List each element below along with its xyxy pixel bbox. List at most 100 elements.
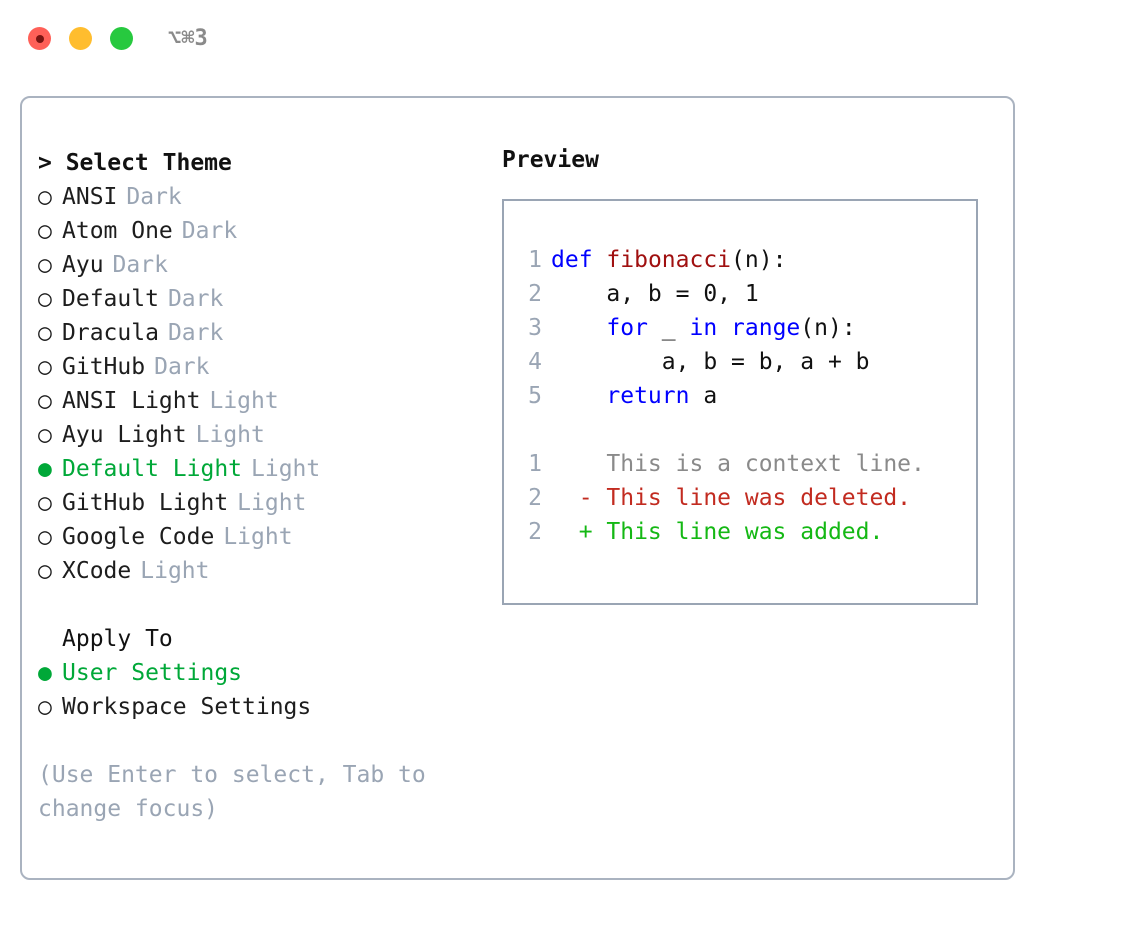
theme-name: GitHub Light (62, 490, 229, 516)
line-number: 2 (528, 485, 542, 511)
theme-kind-badge: Light (209, 388, 279, 414)
line-number: 2 (528, 281, 542, 307)
theme-name: Ayu Light (62, 422, 187, 448)
theme-name: Google Code (62, 524, 215, 550)
theme-name: Default (62, 286, 159, 312)
radio-unselected-icon: ○ (38, 388, 52, 414)
theme-kind-badge: Dark (181, 218, 238, 244)
theme-option-ayu[interactable]: ○ Ayu Dark (38, 248, 478, 282)
theme-option-atom-one[interactable]: ○ Atom One Dark (38, 214, 478, 248)
theme-name: ANSI Light (62, 388, 201, 414)
apply-to-option-workspace-settings[interactable]: ○ Workspace Settings (38, 690, 478, 724)
theme-kind-badge: Dark (112, 252, 168, 278)
line-number: 2 (528, 519, 542, 545)
token-txt: a, b = 0, 1 (606, 281, 759, 307)
radio-unselected-icon: ○ (38, 218, 52, 244)
radio-unselected-icon: ○ (38, 694, 52, 720)
title-bar: ⌥⌘3 (0, 0, 1140, 78)
token-txt (717, 315, 731, 341)
theme-kind-badge: Light (195, 422, 265, 448)
theme-name: GitHub (62, 354, 146, 380)
apply-to-header: Apply To (62, 626, 173, 652)
radio-selected-icon: ● (38, 456, 52, 482)
diff-sample: 1 This is a context line. 2 - This line w… (516, 447, 970, 549)
line-number: 3 (528, 315, 542, 341)
theme-kind-badge: Light (251, 456, 321, 482)
theme-kind-badge: Dark (167, 286, 224, 312)
theme-name: Ayu (62, 252, 104, 278)
theme-option-google-code[interactable]: ○ Google Code Light (38, 520, 478, 554)
diff-line: 2 + This line was added. (516, 515, 970, 549)
radio-unselected-icon: ○ (38, 184, 52, 210)
code-line: 3 for _ in range(n): (516, 311, 970, 345)
token-txt: (n): (731, 247, 787, 273)
theme-kind-badge: Dark (126, 184, 182, 210)
theme-kind-badge: Dark (154, 354, 210, 380)
line-number: 1 (528, 247, 542, 273)
theme-kind-badge: Light (237, 490, 307, 516)
token-kw: range (731, 315, 801, 341)
token-kw: def (551, 247, 593, 273)
code-text: def fibonacci(n): (551, 243, 786, 277)
radio-unselected-icon: ○ (38, 320, 52, 346)
diff-text-del: - This line was deleted. (551, 485, 912, 511)
token-kw: for (606, 315, 648, 341)
theme-kind-badge: Light (223, 524, 293, 550)
apply-to-label: Workspace Settings (62, 694, 312, 720)
theme-name: Dracula (62, 320, 159, 346)
theme-kind-badge: Dark (167, 320, 224, 346)
traffic-lights (28, 27, 133, 50)
select-theme-header: > Select Theme (38, 150, 232, 176)
theme-option-ansi-light[interactable]: ○ ANSI Light Light (38, 384, 478, 418)
preview-title: Preview (502, 147, 599, 173)
token-txt: _ (647, 315, 690, 341)
theme-option-github[interactable]: ○ GitHub Dark (38, 350, 478, 384)
apply-to-option-user-settings[interactable]: ● User Settings (38, 656, 478, 690)
radio-unselected-icon: ○ (38, 524, 52, 550)
diff-text-add: + This line was added. (551, 519, 884, 545)
radio-unselected-icon: ○ (38, 490, 52, 516)
keyboard-hint-text: (Use Enter to select, Tab to change focu… (38, 762, 426, 822)
maximize-button[interactable] (110, 27, 133, 50)
theme-option-xcode[interactable]: ○ XCode Light (38, 554, 478, 588)
theme-name: ANSI (62, 184, 118, 210)
code-line: 2 a, b = 0, 1 (516, 277, 970, 311)
line-number: 4 (528, 349, 542, 375)
theme-name: Atom One (62, 218, 173, 244)
theme-option-ansi[interactable]: ○ ANSI Dark (38, 180, 478, 214)
code-text: a, b = 0, 1 (551, 277, 759, 311)
minimize-button[interactable] (69, 27, 92, 50)
code-line: 1 def fibonacci(n): (516, 243, 970, 277)
token-kw: return (606, 383, 690, 409)
theme-option-github-light[interactable]: ○ GitHub Light Light (38, 486, 478, 520)
line-number: 1 (528, 451, 542, 477)
theme-option-dracula[interactable]: ○ Dracula Dark (38, 316, 478, 350)
code-text: for _ in range(n): (551, 311, 856, 345)
code-text: return a (551, 379, 717, 413)
theme-kind-badge: Light (140, 558, 210, 584)
radio-unselected-icon: ○ (38, 558, 52, 584)
token-kw: in (689, 315, 718, 341)
close-button[interactable] (28, 27, 51, 50)
token-txt (593, 247, 607, 273)
radio-selected-icon: ● (38, 660, 52, 686)
close-icon (35, 34, 44, 43)
token-txt: a, b = b, a + b (661, 349, 870, 375)
diff-text-ctx: This is a context line. (551, 451, 925, 477)
radio-unselected-icon: ○ (38, 252, 52, 278)
theme-name: XCode (62, 558, 132, 584)
radio-unselected-icon: ○ (38, 354, 52, 380)
token-txt: a (689, 383, 718, 409)
apply-to-label: User Settings (62, 660, 243, 686)
keyboard-shortcut-label: ⌥⌘3 (168, 26, 208, 51)
token-txt: (n): (800, 315, 856, 341)
